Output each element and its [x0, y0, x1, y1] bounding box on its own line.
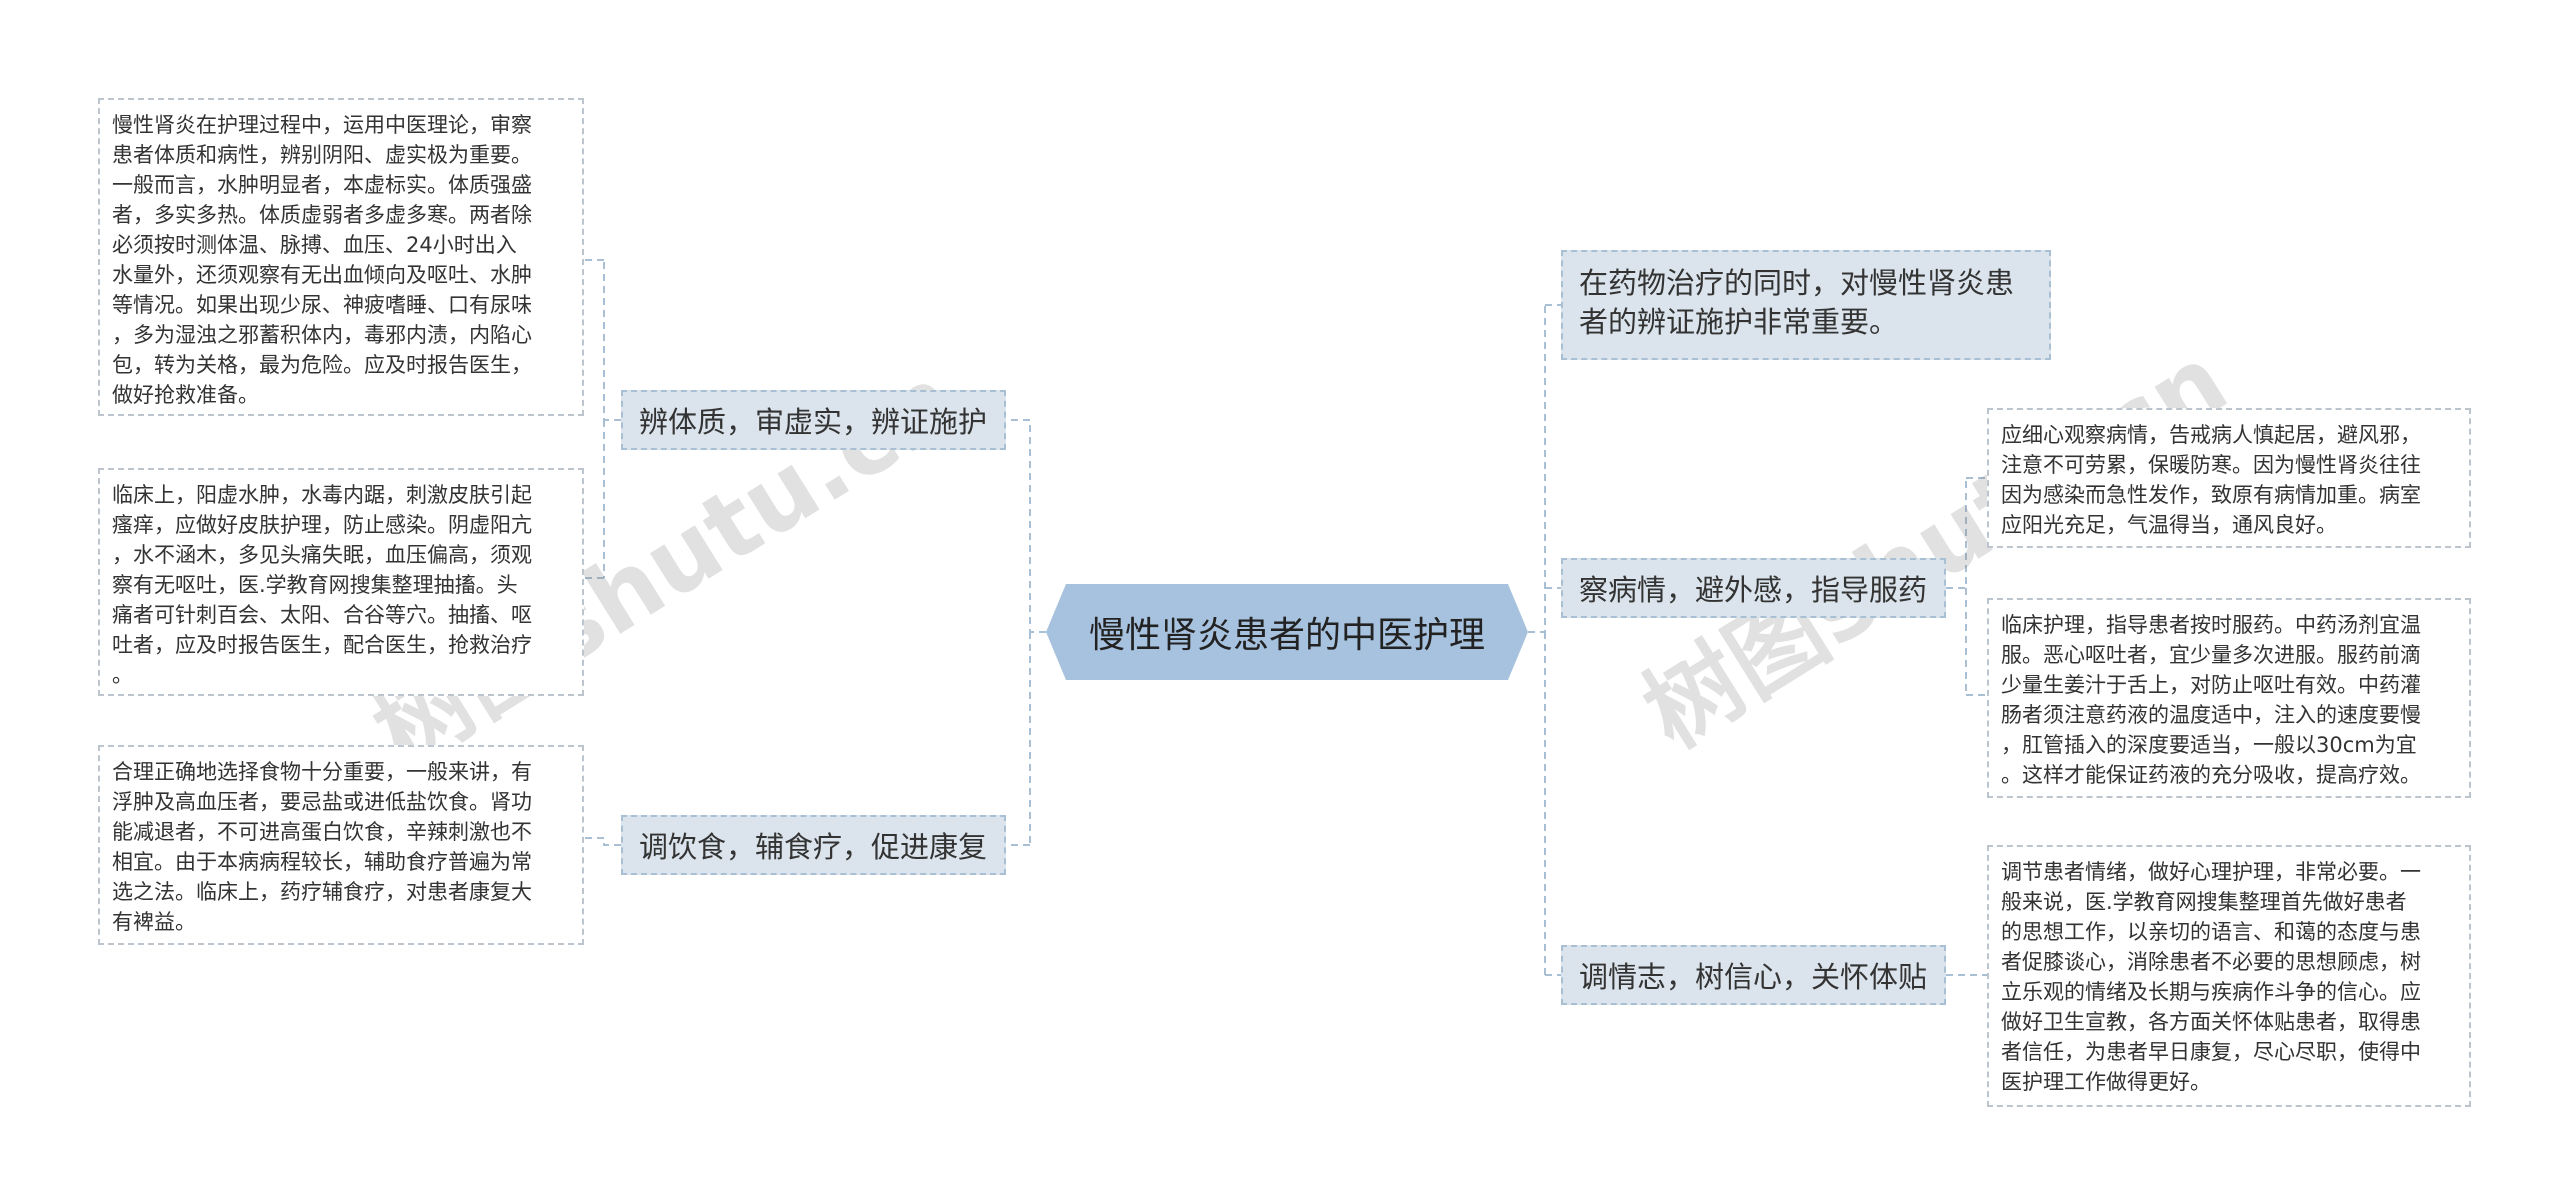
leaf-line: 。	[112, 663, 133, 687]
leaf-line: 做好卫生宣教，各方面关怀体贴患者，取得患	[2001, 1010, 2421, 1034]
branch-node[interactable]: 察病情，避外感，指导服药	[1561, 558, 1946, 618]
leaf-line: ，水不涵木，多见头痛失眠，血压偏高，须观	[112, 543, 532, 567]
leaf-line: 注意不可劳累，保暖防寒。因为慢性肾炎往往	[2001, 453, 2421, 477]
leaf-line: 能减退者，不可进高蛋白饮食，辛辣刺激也不	[112, 820, 532, 844]
connector-center-left	[1029, 420, 1046, 845]
leaf-line: 临床护理，指导患者按时服药。中药汤剂宜温	[2001, 613, 2421, 637]
leaf-line: 因为感染而急性发作，致原有病情加重。病室	[2001, 483, 2421, 507]
connector-rbranch1-leaves	[1946, 477, 1987, 696]
leaf-line: 调节患者情绪，做好心理护理，非常必要。一	[2001, 860, 2421, 884]
branch-label: 辨体质，审虚实，辨证施护	[639, 405, 988, 439]
leaf-line: 选之法。临床上，药疗辅食疗，对患者康复大	[112, 880, 532, 904]
leaf-line: 等情况。如果出现少尿、神疲嗜睡、口有尿味	[112, 293, 532, 317]
leaf-line: 者信任，为患者早日康复，尽心尽职，使得中	[2001, 1040, 2421, 1064]
leaf-line: 浮肿及高血压者，要忌盐或进低盐饮食。肾功	[112, 790, 532, 814]
branch-label: 调饮食，辅食疗，促进康复	[639, 830, 988, 864]
leaf-note[interactable]: 应细心观察病情，告戒病人慎起居，避风邪， 注意不可劳累，保暖防寒。因为慢性肾炎往…	[1987, 408, 2471, 548]
leaf-line: 做好抢救准备。	[112, 383, 259, 407]
leaf-line: 合理正确地选择食物十分重要，一般来讲，有	[112, 760, 532, 784]
leaf-line: 般来说，医.学教育网搜集整理首先做好患者	[2001, 890, 2407, 914]
leaf-line: 立乐观的情绪及长期与疾病作斗争的信心。应	[2001, 980, 2421, 1004]
leaf-line: 应细心观察病情，告戒病人慎起居，避风邪，	[2001, 423, 2421, 447]
leaf-note[interactable]: 临床护理，指导患者按时服药。中药汤剂宜温 服。恶心呕吐者，宜少量多次进服。服药前…	[1987, 598, 2471, 798]
leaf-line: 察有无呕吐，医.学教育网搜集整理抽搐。头	[112, 573, 518, 597]
central-topic-label: 慢性肾炎患者的中医护理	[1088, 615, 1485, 656]
leaf-line: ，多为湿浊之邪蓄积体内，毒邪内渍，内陷心	[112, 323, 532, 347]
leaf-line: 瘙痒，应做好皮肤护理，防止感染。阴虚阳亢	[112, 513, 532, 537]
leaf-line: 少量生姜汁于舌上，对防止呕吐有效。中药灌	[2001, 673, 2421, 697]
leaf-line: 肠者须注意药液的温度适中，注入的速度要慢	[2001, 703, 2421, 727]
leaf-line: 医护理工作做得更好。	[2001, 1070, 2211, 1094]
leaf-line: 一般而言，水肿明显者，本虚标实。体质强盛	[112, 173, 532, 197]
leaf-line: 慢性肾炎在护理过程中，运用中医理论，审察	[112, 113, 532, 137]
branch-label: 察病情，避外感，指导服药	[1579, 573, 1928, 607]
connector-center-right	[1528, 305, 1546, 975]
leaf-line: 患者体质和病性，辨别阴阳、虚实极为重要。	[112, 143, 532, 167]
leaf-line: 的思想工作，以亲切的语言、和蔼的态度与患	[2001, 920, 2421, 944]
leaf-line: 有裨益。	[112, 910, 196, 934]
leaf-line: 者，多实多热。体质虚弱者多虚多寒。两者除	[112, 203, 532, 227]
branch-label: 调情志，树信心，关怀体贴	[1579, 960, 1928, 994]
leaf-note[interactable]: 临床上，阳虚水肿，水毒内踞，刺激皮肤引起 瘙痒，应做好皮肤护理，防止感染。阴虚阳…	[98, 468, 584, 696]
central-topic[interactable]: 慢性肾炎患者的中医护理	[1046, 584, 1528, 680]
leaf-note[interactable]: 合理正确地选择食物十分重要，一般来讲，有 浮肿及高血压者，要忌盐或进低盐饮食。肾…	[98, 745, 584, 945]
leaf-line: 水量外，还须观察有无出血倾向及呕吐、水肿	[112, 263, 532, 287]
leaf-line: 者促膝谈心，消除患者不必要的思想顾虑，树	[2001, 950, 2421, 974]
branch-node[interactable]: 调饮食，辅食疗，促进康复	[621, 815, 1006, 875]
connector-branch1-leaves	[584, 259, 621, 579]
leaf-line: 服。恶心呕吐者，宜少量多次进服。服药前滴	[2001, 643, 2421, 667]
leaf-line: 。这样才能保证药液的充分吸收，提高疗效。	[2001, 763, 2421, 787]
branch-node[interactable]: 调情志，树信心，关怀体贴	[1561, 945, 1946, 1005]
leaf-line: 吐者，应及时报告医生，配合医生，抢救治疗	[112, 633, 532, 657]
leaf-line: 痛者可针刺百会、太阳、合谷等穴。抽搐、呕	[112, 603, 532, 627]
intro-line: 者的辨证施护非常重要。	[1579, 305, 1899, 339]
leaf-line: 应阳光充足，气温得当，通风良好。	[2001, 513, 2337, 537]
leaf-note[interactable]: 慢性肾炎在护理过程中，运用中医理论，审察 患者体质和病性，辨别阴阳、虚实极为重要…	[98, 98, 584, 416]
leaf-line: 包，转为关格，最为危险。应及时报告医生，	[112, 353, 532, 377]
branch-node[interactable]: 辨体质，审虚实，辨证施护	[621, 390, 1006, 450]
leaf-line: 临床上，阳虚水肿，水毒内踞，刺激皮肤引起	[112, 483, 532, 507]
leaf-line: ，肛管插入的深度要适当，一般以30cm为宜	[2001, 733, 2417, 757]
connector-branch2-leaf	[584, 837, 621, 846]
intro-line: 在药物治疗的同时，对慢性肾炎患	[1579, 266, 2015, 300]
leaf-line: 必须按时测体温、脉搏、血压、24小时出入	[112, 233, 517, 257]
leaf-note[interactable]: 调节患者情绪，做好心理护理，非常必要。一 般来说，医.学教育网搜集整理首先做好患…	[1987, 845, 2471, 1107]
intro-note[interactable]: 在药物治疗的同时，对慢性肾炎患 者的辨证施护非常重要。	[1561, 250, 2051, 360]
leaf-line: 相宜。由于本病病程较长，辅助食疗普遍为常	[112, 850, 532, 874]
